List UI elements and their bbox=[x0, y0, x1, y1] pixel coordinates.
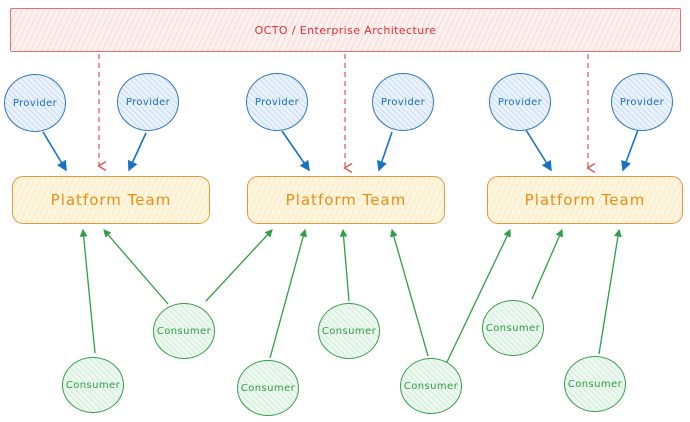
provider-arrow-3 bbox=[281, 130, 310, 172]
consumer-label: Consumer bbox=[321, 325, 377, 337]
provider-node-2: Provider bbox=[117, 73, 179, 131]
platform-team-node-2: Platform Team bbox=[247, 176, 445, 224]
consumer-arrow-5a bbox=[390, 228, 429, 357]
consumer-arrow-2a bbox=[103, 229, 169, 305]
provider-label: Provider bbox=[497, 96, 543, 108]
provider-node-6: Provider bbox=[611, 73, 673, 131]
platform-team-node-3: Platform Team bbox=[487, 176, 683, 224]
provider-label: Provider bbox=[380, 96, 426, 108]
consumer-label: Consumer bbox=[567, 378, 623, 390]
consumer-node-6: Consumer bbox=[482, 300, 544, 356]
consumer-node-7: Consumer bbox=[564, 356, 626, 412]
consumer-arrow-7 bbox=[598, 228, 622, 355]
platform-team-label: Platform Team bbox=[524, 191, 646, 209]
provider-node-3: Provider bbox=[246, 73, 308, 131]
consumer-label: Consumer bbox=[240, 382, 296, 394]
provider-arrow-1 bbox=[42, 131, 67, 172]
consumer-node-4: Consumer bbox=[318, 303, 380, 359]
provider-label: Provider bbox=[619, 96, 665, 108]
governance-bar: OCTO / Enterprise Architecture bbox=[10, 8, 681, 52]
consumer-arrow-3 bbox=[269, 228, 308, 359]
platform-team-node-1: Platform Team bbox=[12, 176, 210, 224]
provider-node-4: Provider bbox=[372, 73, 434, 131]
provider-label: Provider bbox=[254, 96, 300, 108]
provider-label: Provider bbox=[125, 96, 171, 108]
consumer-arrow-1 bbox=[79, 228, 96, 354]
platform-team-label: Platform Team bbox=[50, 191, 172, 209]
governance-bar-label: OCTO / Enterprise Architecture bbox=[254, 23, 437, 37]
consumer-node-1: Consumer bbox=[62, 357, 124, 413]
consumer-node-2: Consumer bbox=[153, 303, 215, 359]
provider-label: Provider bbox=[12, 97, 58, 109]
consumer-arrow-6 bbox=[531, 228, 563, 300]
provider-arrow-6 bbox=[621, 129, 639, 172]
consumer-label: Consumer bbox=[65, 379, 121, 391]
provider-arrow-5 bbox=[525, 129, 552, 172]
provider-arrow-2 bbox=[127, 132, 147, 172]
consumer-label: Consumer bbox=[485, 322, 541, 334]
consumer-arrow-2b bbox=[205, 229, 273, 302]
provider-node-5: Provider bbox=[489, 73, 551, 131]
consumer-label: Consumer bbox=[403, 380, 459, 392]
consumer-label: Consumer bbox=[156, 325, 212, 337]
consumer-node-3: Consumer bbox=[237, 360, 299, 416]
consumer-arrow-4 bbox=[339, 228, 350, 302]
provider-node-1: Provider bbox=[4, 74, 66, 132]
platform-team-label: Platform Team bbox=[285, 191, 407, 209]
consumer-node-5: Consumer bbox=[400, 358, 462, 414]
provider-arrow-4 bbox=[376, 131, 393, 172]
